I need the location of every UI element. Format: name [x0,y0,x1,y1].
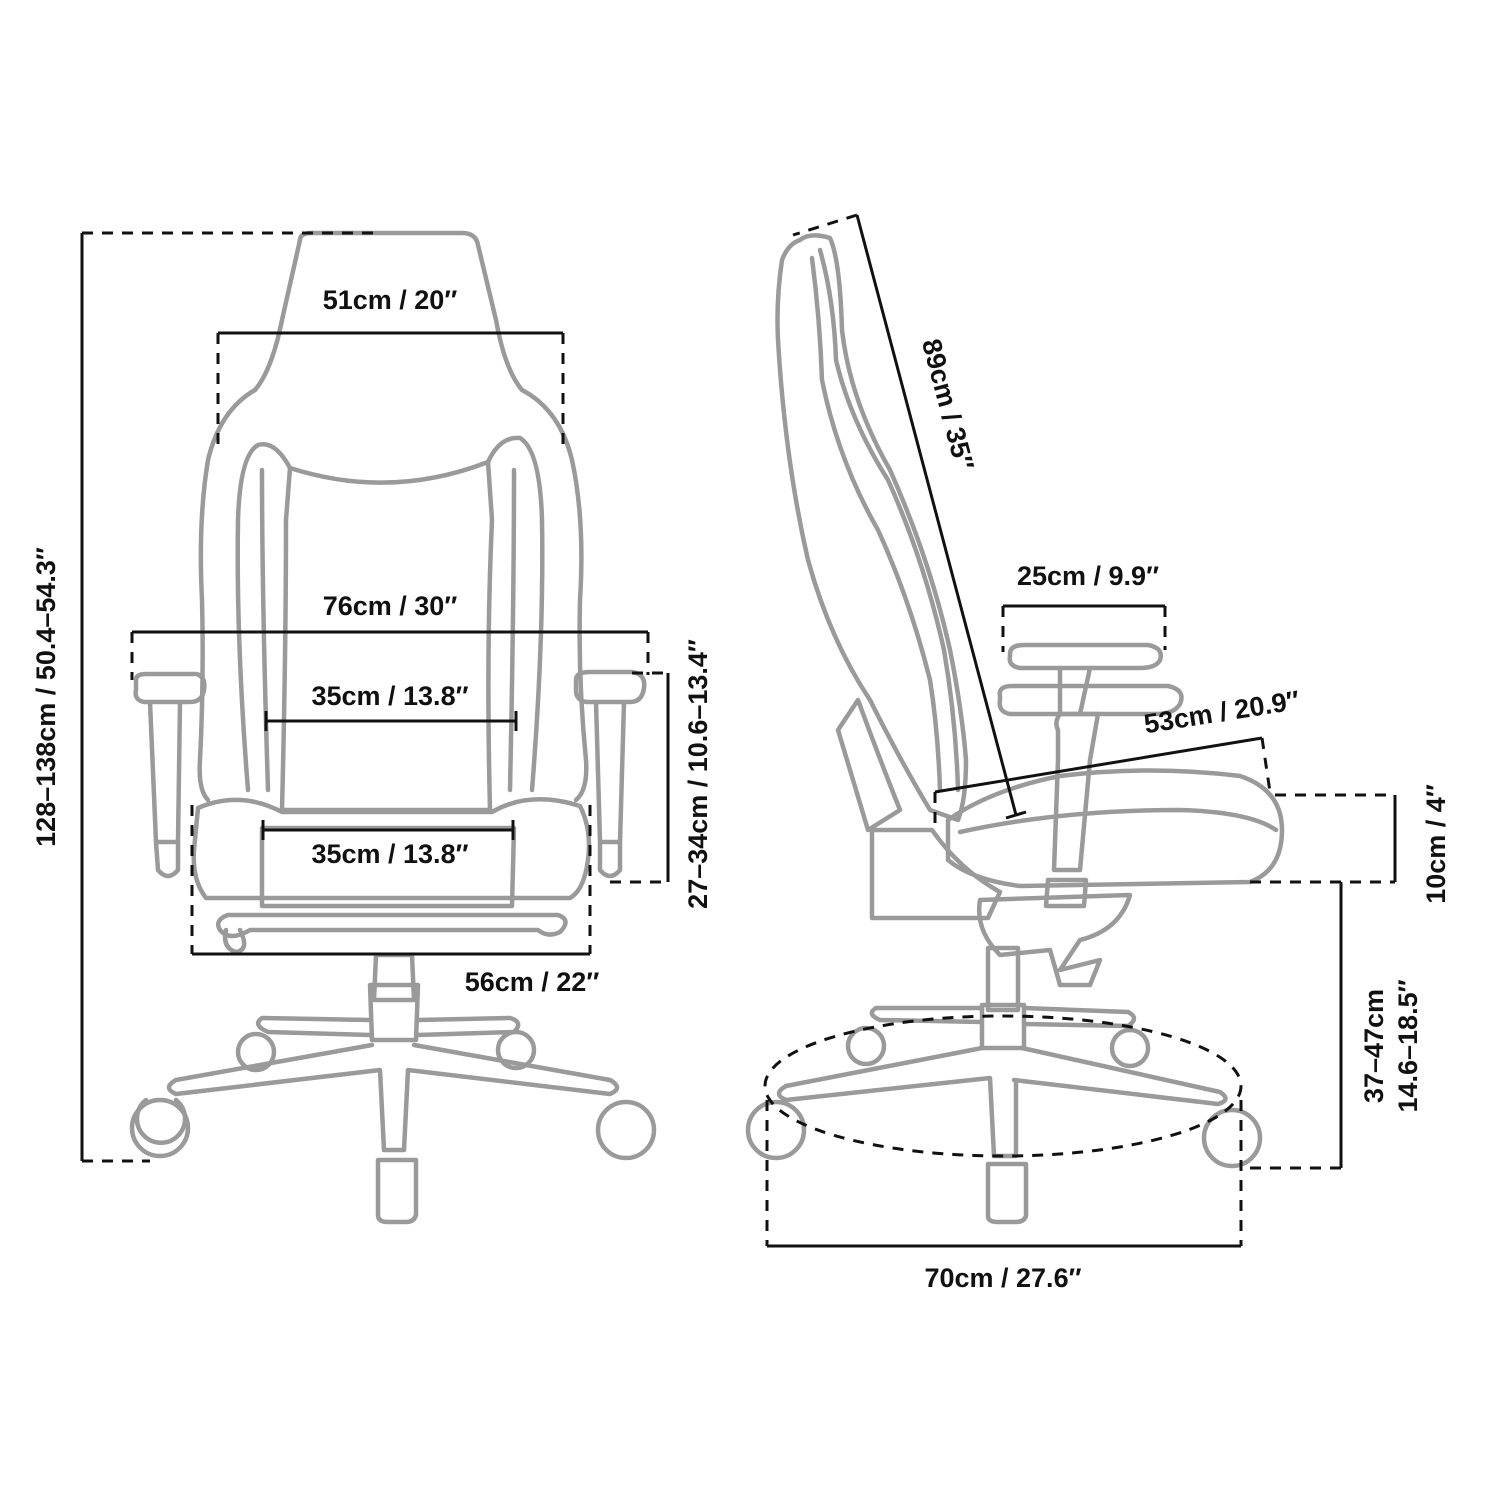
armrest-height-label: 27–34cm / 10.6–13.4″ [683,639,713,909]
armrest-span-label: 76cm / 30″ [323,591,458,621]
side-gas-lift [979,945,1027,1051]
base-diameter-ellipse [763,1014,1243,1158]
backrest-height-line [855,214,1027,820]
front-caster-back-right [495,1029,537,1071]
headrest-width-label: 51cm / 20″ [323,285,458,315]
overall-height-label: 128–138cm / 50.4–54.3″ [31,547,61,847]
seat-depth-line [934,736,1263,794]
armrest-pad-length-label: 25cm / 9.9″ [1017,561,1159,591]
backrest-width-line [264,711,518,731]
seat-height-label-in: 14.6–18.5″ [1393,979,1423,1112]
seat-outer-width-label: 56cm / 22″ [465,967,600,997]
side-armrest-top-pad [1007,642,1163,671]
front-seat-cushion [191,797,592,901]
front-caster-left-wheel [129,1097,191,1159]
side-mechanism [976,892,1133,988]
side-backrest-outline [775,233,969,823]
backrest-width-label: 35cm / 13.8″ [311,681,468,711]
seat-width-line [261,820,515,840]
side-seat-seam [957,807,1279,835]
front-dimensions: 128–138cm / 50.4–54.3″ 51cm / 20″ 76cm /… [31,231,713,1163]
front-left-bolster [235,442,293,793]
side-caster-right-wheel [1201,1107,1263,1169]
front-right-armrest [573,669,647,879]
front-backrest-panel [279,459,495,813]
seat-depth-right-guide [1260,737,1272,793]
side-caster-left-wheel [745,1099,807,1161]
front-seat-center [259,825,517,909]
side-star-base [776,1005,1228,1159]
side-caster-back-right [1109,1027,1151,1069]
side-view-chair [745,233,1285,1225]
side-armrest-post [1043,665,1101,909]
side-lower-panel [835,697,903,833]
side-backrest-inner [809,255,943,793]
backrest-height-top-guide [792,213,858,237]
seat-thickness-label: 10cm / 4″ [1421,784,1451,904]
side-armrest-pad [997,683,1184,717]
side-backrest-seam [817,247,961,793]
front-caster-back-left [235,1031,277,1073]
side-caster-back-left [845,1025,887,1067]
front-left-armrest [133,671,207,879]
side-seat-cushion [945,768,1285,889]
front-caster-right-wheel [595,1099,657,1161]
front-view-chair [129,230,657,1225]
front-caster-front [375,1157,419,1225]
front-seat-plate [216,912,568,955]
front-backrest-outline-left [197,237,303,803]
seat-depth-label: 53cm / 20.9″ [1142,685,1302,739]
backrest-height-label: 89cm / 35″ [916,336,980,474]
side-caster-front [985,1161,1029,1225]
front-gas-lift [367,952,421,1043]
front-star-base [166,1015,620,1153]
front-backrest-outline [297,230,589,803]
side-dimensions: 89cm / 35″ 25cm / 9.9″ 53cm / 20.9″ 10cm… [763,213,1451,1293]
seat-height-label-cm: 37–47cm [1359,989,1389,1103]
base-diameter-label: 70cm / 27.6″ [924,1263,1081,1293]
seat-width-label: 35cm / 13.8″ [311,839,468,869]
front-right-bolster [485,435,545,793]
